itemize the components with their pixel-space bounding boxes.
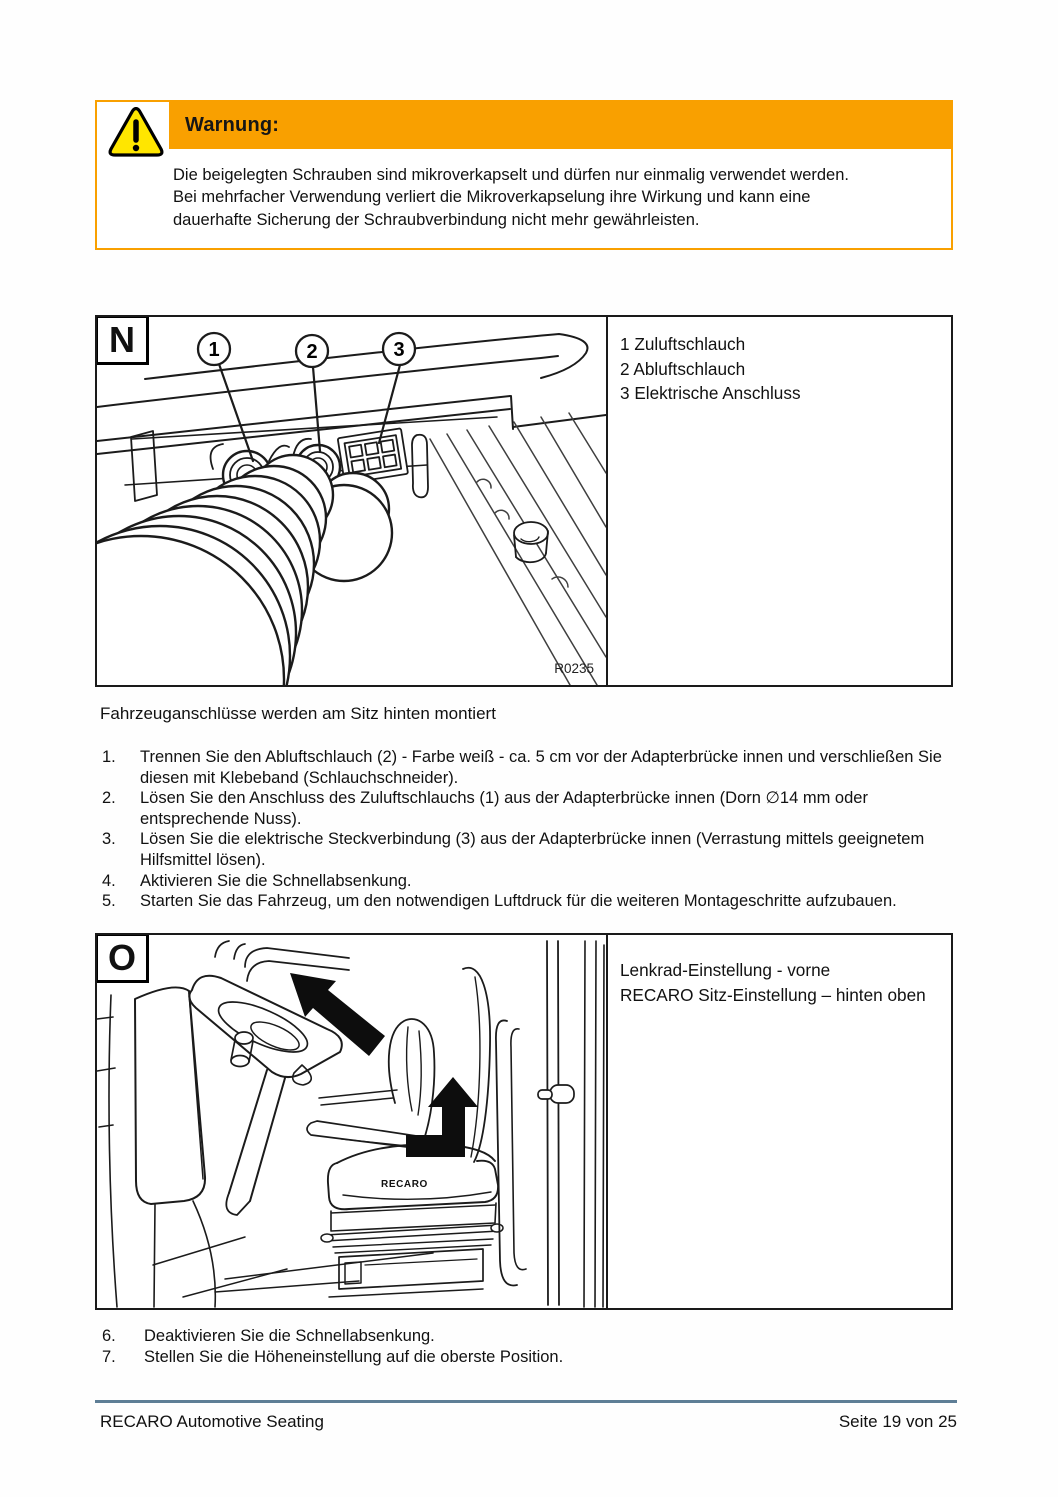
step-number: 6. xyxy=(102,1327,116,1345)
legend-line: 3 Elektrische Anschluss xyxy=(620,383,801,403)
seat-brand-text: RECARO xyxy=(381,1179,428,1190)
step-row: 3. Lösen Sie die elektrische Steckverbin… xyxy=(100,829,957,870)
step-number: 7. xyxy=(102,1347,116,1366)
steps-list-2: 6. Deaktivieren Sie die Schnellabsenkung… xyxy=(100,1326,957,1367)
footer: RECARO Automotive Seating Seite 19 von 2… xyxy=(95,1412,957,1432)
step-text: Trennen Sie den Abluftschlauch (2) - Far… xyxy=(140,748,942,787)
steps-list-1: 1. Trennen Sie den Abluftschlauch (2) - … xyxy=(100,747,957,912)
legend-line: RECARO Sitz-Einstellung – hinten oben xyxy=(620,984,926,1005)
step-row: 7. Stellen Sie die Höheneinstellung auf … xyxy=(100,1347,957,1368)
legend-line: 2 Abluftschlauch xyxy=(620,358,746,379)
figure-o-legend: Lenkrad-Einstellung - vorne RECARO Sitz-… xyxy=(608,933,953,1310)
warning-header-bar: Warnung: xyxy=(169,102,951,149)
callout-2: 2 xyxy=(306,341,317,363)
warning-text: Die beigelegten Schrauben sind mikroverk… xyxy=(173,164,935,231)
warning-title: Warnung: xyxy=(185,114,280,136)
step-text: Starten Sie das Fahrzeug, um den notwend… xyxy=(140,892,897,911)
footer-company: RECARO Automotive Seating xyxy=(100,1412,324,1431)
step-text: Deaktivieren Sie die Schnellabsenkung. xyxy=(144,1327,435,1345)
arrow-up-left-icon xyxy=(290,973,385,1056)
callout-1: 1 xyxy=(208,339,219,361)
step-row: 5. Starten Sie das Fahrzeug, um den notw… xyxy=(100,891,957,912)
step-number: 2. xyxy=(102,789,116,808)
hose-connections-illustration: 1 2 3 R0235 N xyxy=(95,315,608,687)
figure-n-legend: 1 Zuluftschlauch 2 Abluftschlauch 3 Elek… xyxy=(608,315,953,687)
figure-o: RECARO O Lenkrad-Einstellung - vorne REC… xyxy=(95,933,953,1310)
step-number: 3. xyxy=(102,830,116,849)
callout-3: 3 xyxy=(393,339,404,361)
step-row: 6. Deaktivieren Sie die Schnellabsenkung… xyxy=(100,1326,957,1347)
arrow-up-bent-icon xyxy=(406,1077,478,1157)
step-row: 4. Aktivieren Sie die Schnellabsenkung. xyxy=(100,871,957,892)
step-text: Aktivieren Sie die Schnellabsenkung. xyxy=(140,871,412,890)
warning-text-line: Die beigelegten Schrauben sind mikroverk… xyxy=(173,166,849,184)
legend-line: Lenkrad-Einstellung - vorne xyxy=(620,960,831,980)
warning-text-line: dauerhafte Sicherung der Schraubverbindu… xyxy=(173,210,700,229)
legend-line: 1 Zuluftschlauch xyxy=(620,334,746,354)
step-row: 1. Trennen Sie den Abluftschlauch (2) - … xyxy=(100,747,957,788)
step-number: 1. xyxy=(102,748,116,766)
cab-seat-adjustment-illustration: RECARO O xyxy=(95,933,608,1310)
warning-text-line: Bei mehrfacher Verwendung verliert die M… xyxy=(173,188,811,207)
step-text: Lösen Sie die elektrische Steckverbindun… xyxy=(140,830,925,869)
figure-n: 1 2 3 R0235 N 1 Zuluftschlauch 2 Ablufts… xyxy=(95,315,953,687)
step-number: 4. xyxy=(102,871,116,890)
step-number: 5. xyxy=(102,892,116,911)
footer-divider xyxy=(95,1400,957,1403)
figure-ref-code: R0235 xyxy=(554,661,594,676)
intro-text: Fahrzeuganschlüsse werden am Sitz hinten… xyxy=(100,704,496,723)
step-text: Stellen Sie die Höheneinstellung auf die… xyxy=(144,1347,564,1366)
warning-triangle-icon xyxy=(108,106,164,157)
step-text: Lösen Sie den Anschluss des Zuluftschlau… xyxy=(140,789,868,828)
figure-o-label: O xyxy=(97,935,149,983)
footer-page-number: Seite 19 von 25 xyxy=(838,1412,957,1431)
warning-box: Warnung: Die beigelegten Schrauben sind … xyxy=(95,100,953,250)
step-row: 2. Lösen Sie den Anschluss des Zuluftsch… xyxy=(100,788,957,829)
figure-n-label: N xyxy=(97,317,149,365)
